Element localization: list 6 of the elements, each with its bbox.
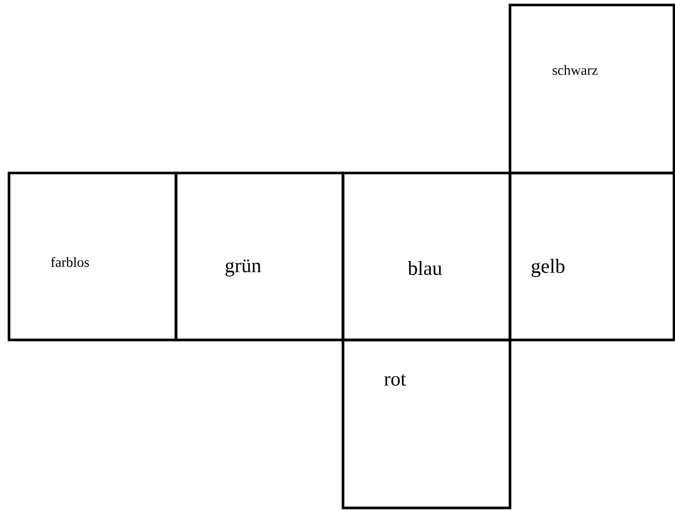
cube-face: farblos <box>8 172 178 342</box>
cube-face: blau <box>342 172 512 342</box>
cube-face: grün <box>174 172 344 342</box>
cube-face: schwarz <box>508 4 675 174</box>
cube-face: rot <box>342 338 512 510</box>
cube-face: gelb <box>508 172 675 342</box>
